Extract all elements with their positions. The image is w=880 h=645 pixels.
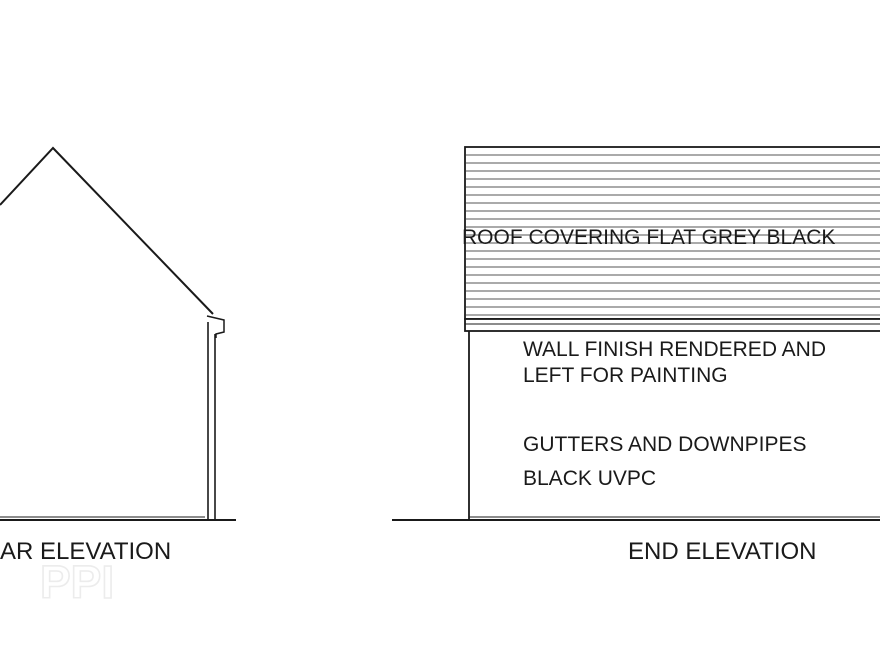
wall-finish-note-line1: WALL FINISH RENDERED AND [523,338,826,361]
roof-covering-note: ROOF COVERING FLAT GREY BLACK [462,226,835,249]
end-elevation: ROOF COVERING FLAT GREY BLACK WALL FINIS… [392,146,880,565]
gutters-note-line2: BLACK UVPC [523,467,656,490]
gutters-note-line1: GUTTERS AND DOWNPIPES [523,433,807,456]
rear-elevation: AR ELEVATION [0,146,236,565]
rear-elevation-title: AR ELEVATION [0,538,171,565]
wall-finish-note-line2: LEFT FOR PAINTING [523,364,728,387]
end-roof-outline [464,146,880,320]
end-elevation-title: END ELEVATION [628,538,816,565]
rear-gable-roofline [0,146,214,315]
rear-gutter [206,315,225,338]
end-fascia [464,318,880,332]
watermark-logo: PPI [40,556,114,608]
end-roof-hatching [466,154,880,316]
